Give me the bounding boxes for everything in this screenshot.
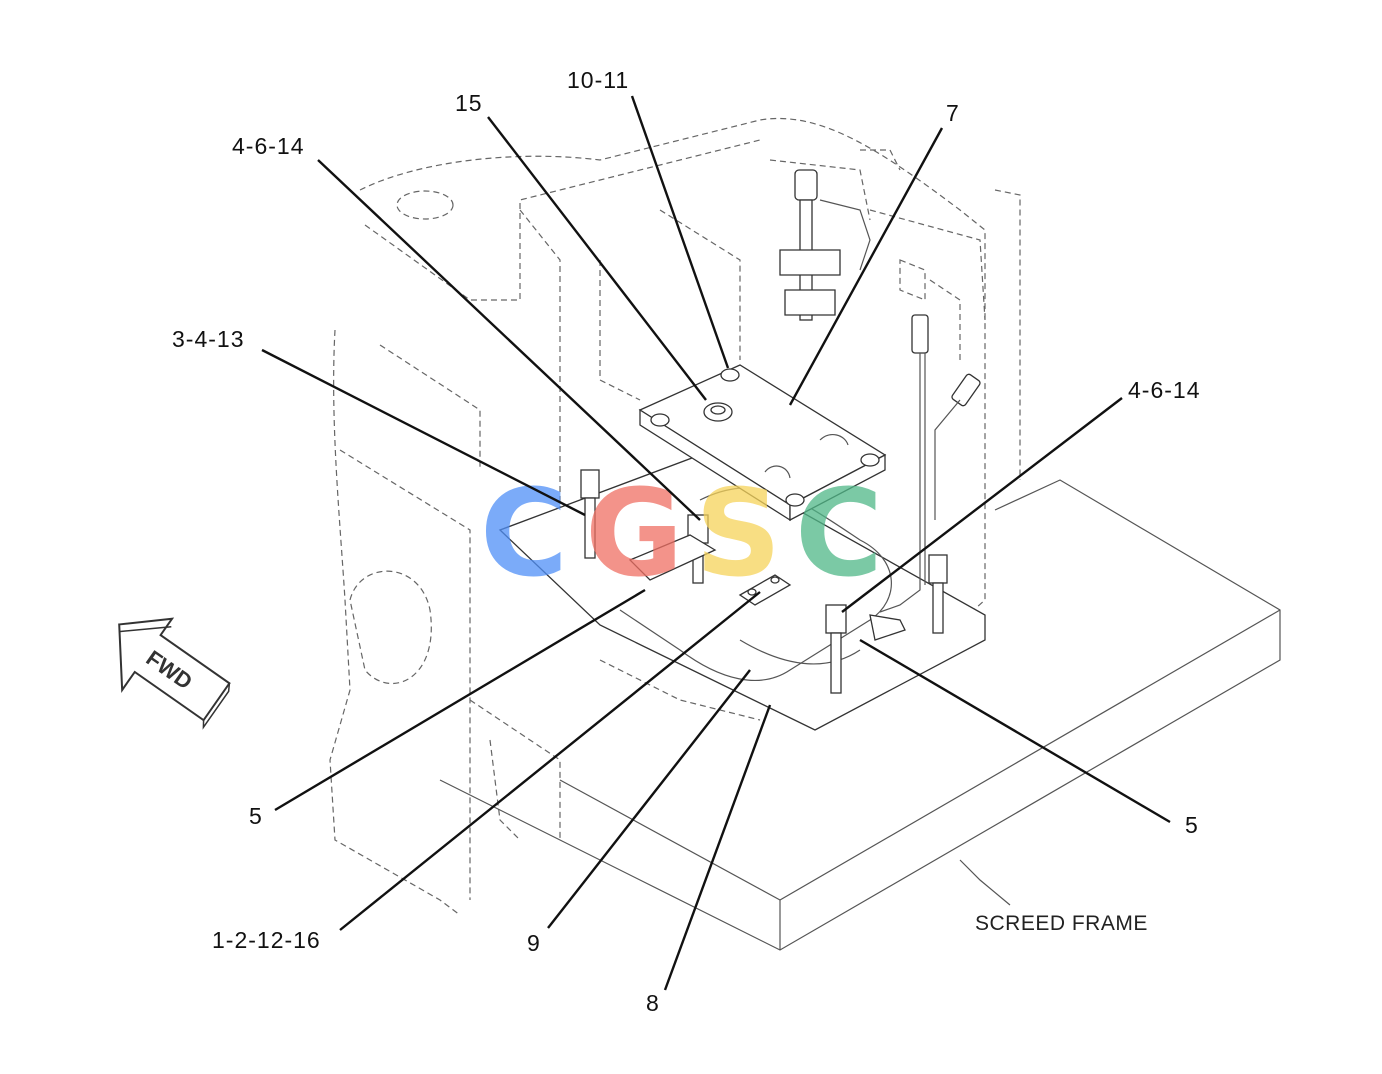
watermark-letter: C: [480, 465, 568, 604]
callout-4-6-14-left: 4-6-14: [232, 133, 304, 159]
watermark-letter: C: [795, 465, 883, 604]
callout-15: 15: [455, 90, 483, 116]
machine-body: [329, 117, 1021, 916]
sensor-cable: [879, 314, 981, 613]
watermark-letter: S: [695, 465, 781, 604]
callouts: 10-11 15 7 4-6-14 3-4-13 4-6-14 5 5 1-2-…: [172, 67, 1200, 1016]
callout-8: 8: [646, 990, 660, 1016]
callout-3-4-13: 3-4-13: [172, 326, 244, 352]
screed-frame-shape: [439, 479, 1281, 951]
callout-7: 7: [946, 100, 960, 126]
callout-5-left: 5: [249, 803, 263, 829]
callout-9: 9: [527, 930, 541, 956]
screed-frame-label: SCREED FRAME: [975, 912, 1148, 935]
studs: [580, 469, 948, 694]
leader-lines: [261, 95, 1171, 991]
callout-10-11: 10-11: [567, 67, 629, 93]
callout-4-6-14-right: 4-6-14: [1128, 377, 1200, 403]
control-box: [638, 364, 887, 522]
watermark-letter: G: [585, 465, 684, 604]
callout-1-2-12-16: 1-2-12-16: [212, 927, 321, 953]
fwd-arrow-icon: FWD: [118, 617, 231, 730]
linkage: [779, 169, 871, 321]
watermark: C G S C: [480, 465, 883, 604]
callout-5-right: 5: [1185, 812, 1199, 838]
